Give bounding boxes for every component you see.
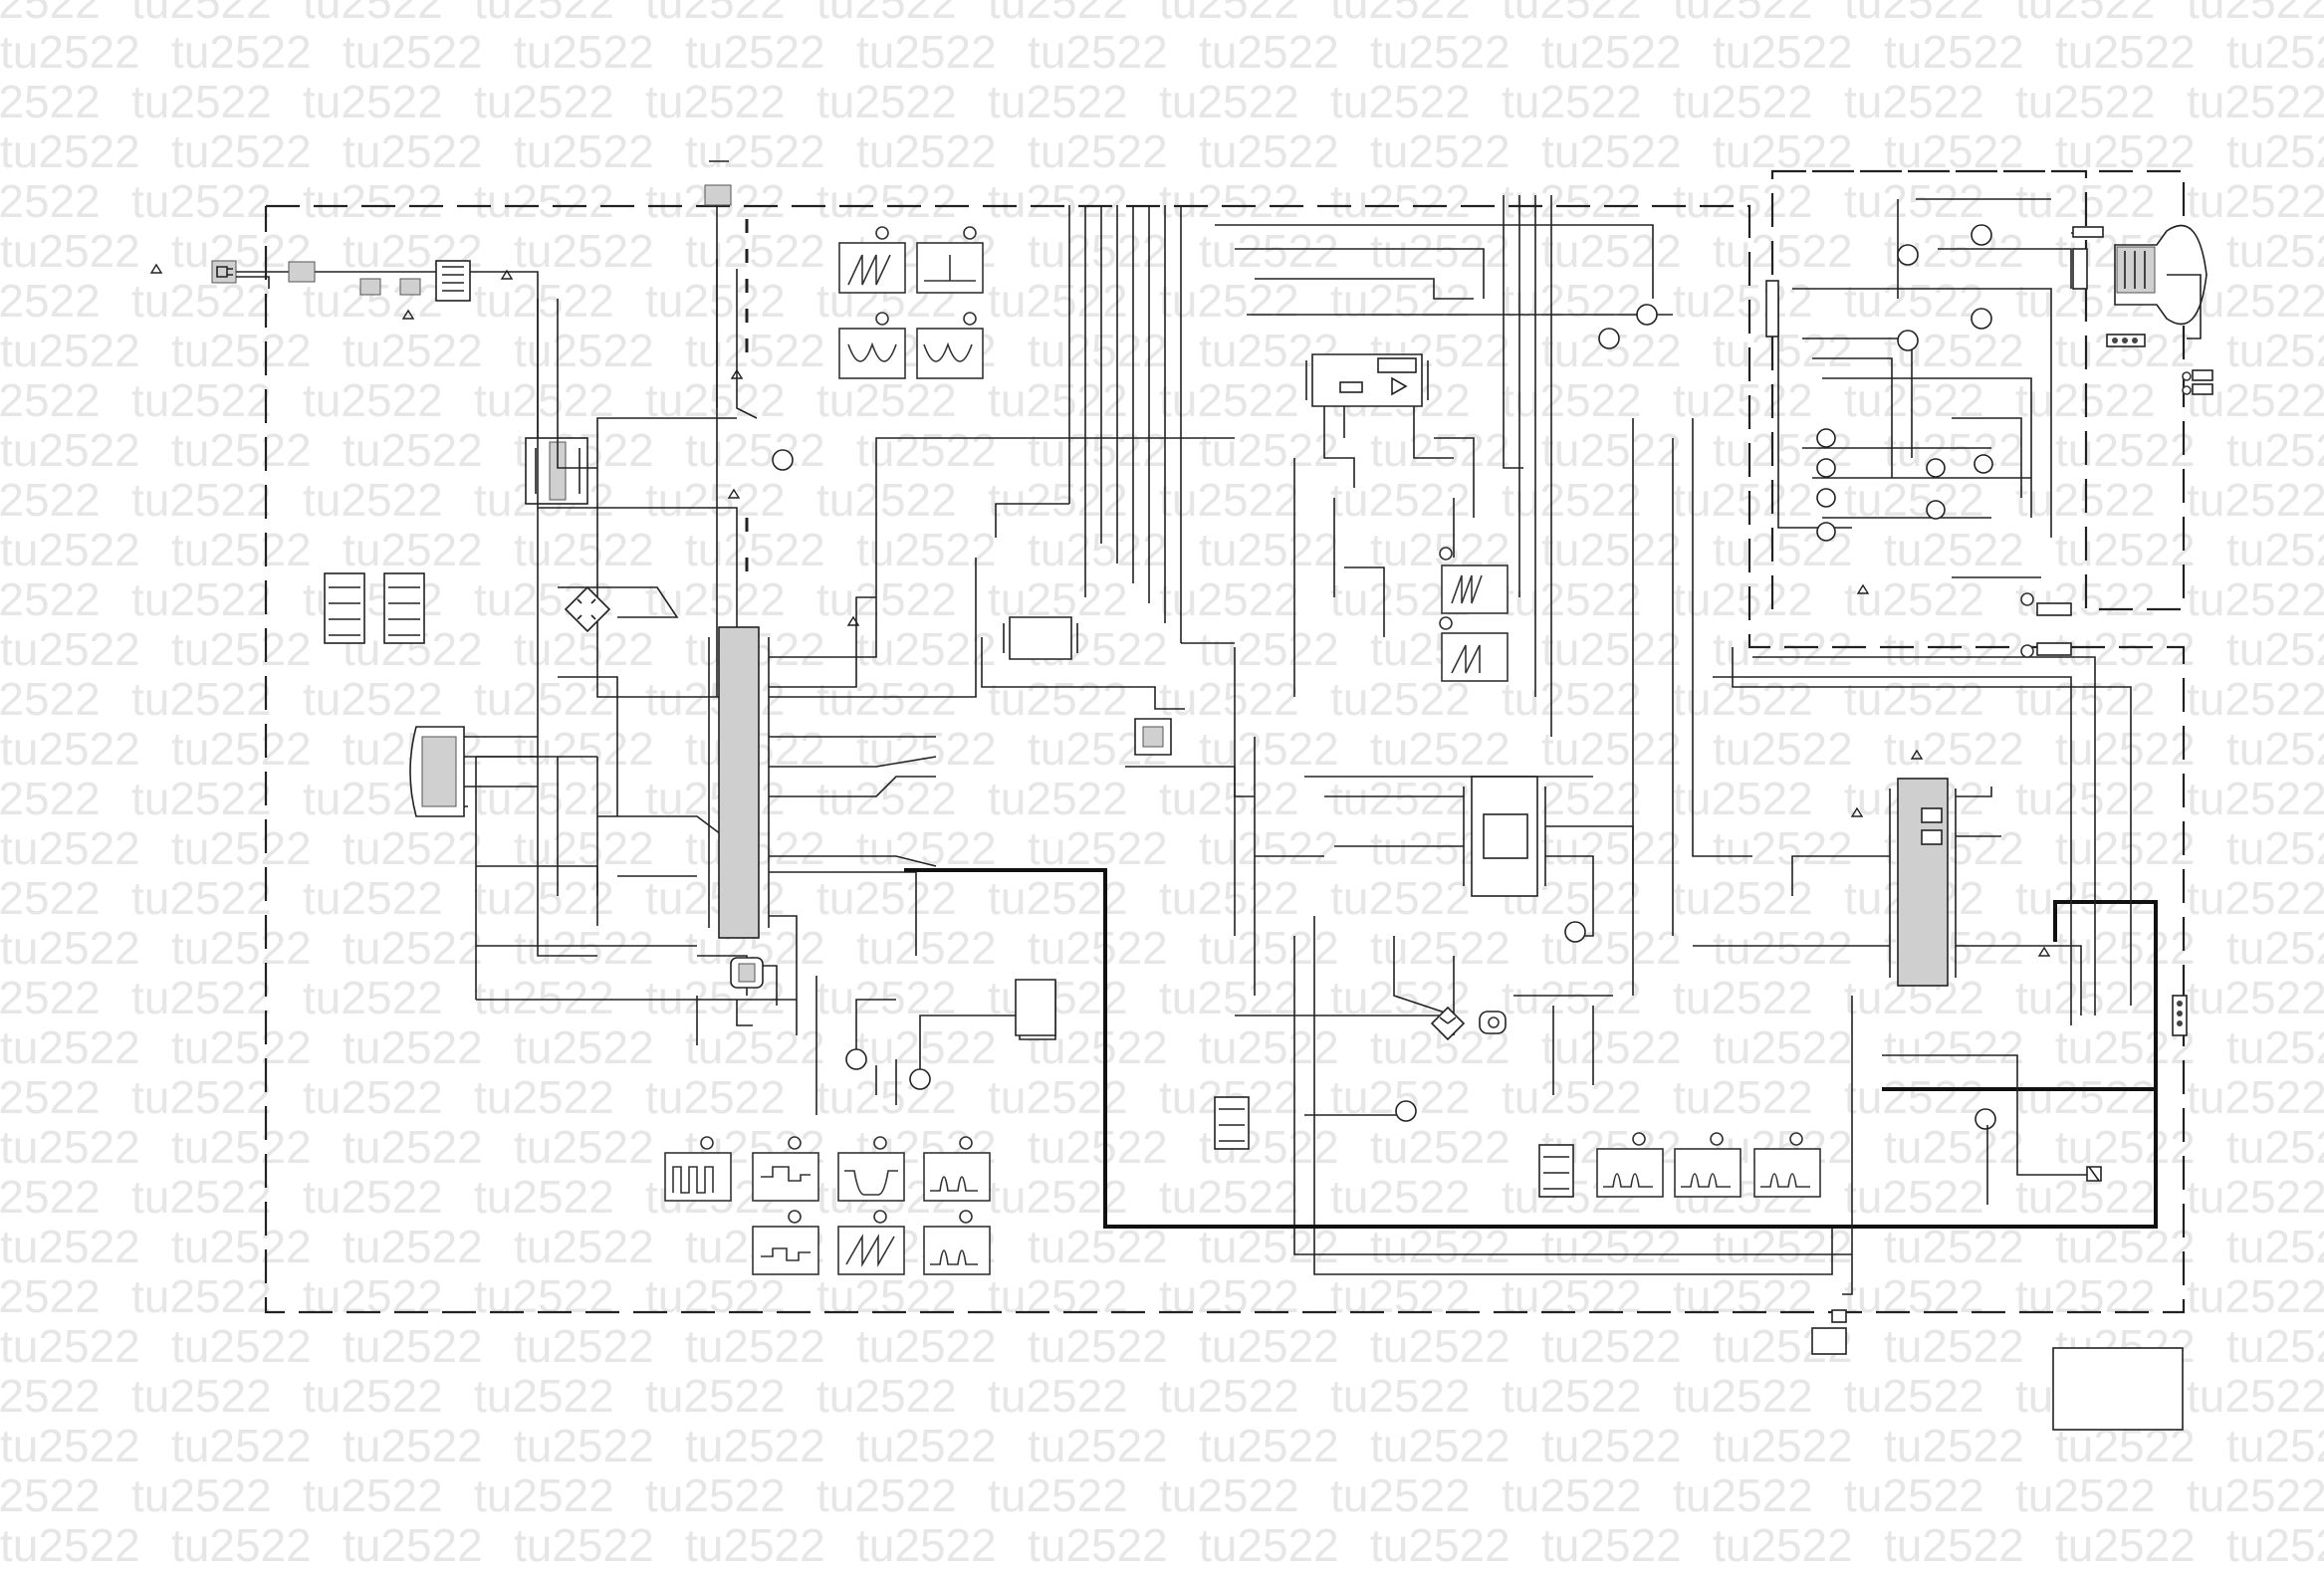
crt-tube-icon xyxy=(2071,224,2213,395)
horizontal-deflection-wiring xyxy=(855,995,1613,1105)
bottom-left-ic-icon xyxy=(730,957,764,989)
ground-loop xyxy=(904,868,2158,1229)
resistor-array-left xyxy=(324,572,425,644)
info-box xyxy=(2052,1347,2184,1431)
connector-icon xyxy=(1811,995,2188,1355)
resistor-stack-bottom xyxy=(1214,1096,1574,1198)
top-connector-icon xyxy=(704,160,732,697)
jungle-ic-icon xyxy=(1463,776,1546,897)
crt-board xyxy=(1765,198,2072,578)
warning-triangle-icon xyxy=(149,263,2051,957)
lower-left-wiring xyxy=(476,756,817,1115)
transistor-icon xyxy=(772,304,1996,1130)
bridge-rectifier-icon xyxy=(564,585,611,633)
main-ic-chip-icon xyxy=(708,626,770,939)
right-ic-chip-icon xyxy=(1889,778,1957,987)
tuner-ic-icon xyxy=(1305,353,1429,407)
vertical-output-section xyxy=(1882,1054,2102,1205)
center-wiring xyxy=(1234,406,1475,996)
waveform-panel-group-bottom xyxy=(664,1132,1821,1275)
waveform-panel-group-top xyxy=(838,226,984,379)
mid-connector-icon xyxy=(1015,979,1056,1036)
small-ic-icon xyxy=(981,616,1185,710)
crt-socket-icon xyxy=(2020,248,2146,658)
power-input-section xyxy=(236,260,558,469)
sub-ic-icon xyxy=(1125,718,1255,797)
right-ic-wiring xyxy=(1632,418,2132,1295)
power-plug-icon xyxy=(211,260,237,284)
waveform-panel-group-mid xyxy=(1439,547,1509,682)
transformer-icon xyxy=(525,437,588,505)
top-bus-lines xyxy=(995,195,1673,737)
switching-ic-icon xyxy=(409,726,538,817)
diode-bridge-icon xyxy=(1430,1006,1507,1041)
crt-transistors xyxy=(1816,224,1993,542)
board-boundaries xyxy=(264,169,2186,1314)
